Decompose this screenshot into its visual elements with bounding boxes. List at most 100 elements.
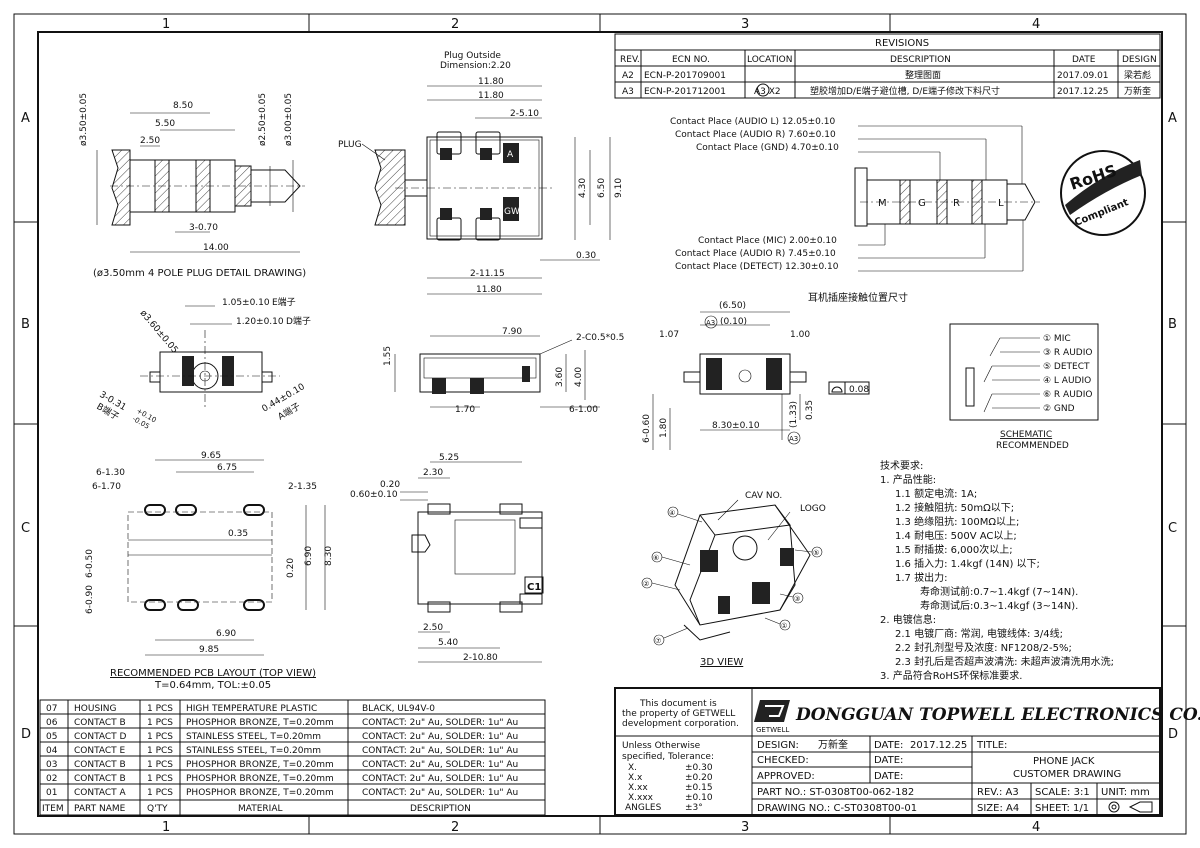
end-dim-180: 1.80	[659, 418, 669, 438]
front-dim-dia-360: ø3.60±0.05	[138, 309, 180, 356]
zone-row-d-right: D	[1168, 727, 1178, 742]
pcb-caption: RECOMMENDED PCB LAYOUT (TOP VIEW)	[110, 668, 316, 679]
end-rev-marker-1: A3	[706, 319, 715, 327]
sheet-cell: SHEET: 1/1	[1035, 803, 1089, 814]
pcb-dim-6-050: 6-0.50	[85, 549, 95, 578]
zone-col-2-top: 2	[451, 17, 459, 32]
bottom-dim-020: 0.20	[380, 480, 400, 490]
tol-angles-value: ±3°	[685, 803, 703, 813]
bom-row-5-material: PHOSPHOR BRONZE, T=0.20mm	[186, 760, 334, 770]
front-dim-120: 1.20±0.10	[236, 317, 284, 327]
bom-header-item: ITEM	[42, 804, 64, 814]
iso-callout-4: ④	[669, 509, 675, 517]
rev-row2-location: A3 X2	[754, 87, 781, 97]
jack-top-letter-gw: GW	[504, 207, 520, 217]
jack-top-dim-910: 9.10	[614, 178, 624, 198]
contact-audio-l: Contact Place (AUDIO L) 12.05±0.10	[670, 117, 835, 127]
inner-frame	[37, 31, 1163, 817]
tech-line-2: 1.1 额定电流: 1A;	[895, 487, 977, 500]
design-value: 万新奎	[818, 738, 848, 751]
front-dim-105: 1.05±0.10	[222, 298, 270, 308]
zone-row-c-right: C	[1168, 521, 1177, 536]
part-number: PART NO.: ST-0308T00-062-182	[757, 787, 914, 798]
title-block: This document is the property of GETWELL…	[614, 687, 1200, 816]
bom-row-6-material: PHOSPHOR BRONZE, T=0.20mm	[186, 774, 334, 784]
iso-view: CAV NO. LOGO ④ ⑥ ② ⑦ ⑤ ③ ① 3D VIEW	[641, 491, 826, 668]
bom-row-1-part-name: HOUSING	[74, 704, 117, 714]
bom-row-4-description: CONTACT: 2u" Au, SOLDER: 1u" Au	[362, 746, 518, 756]
bom-row-6-qty: 1 PCS	[147, 774, 173, 784]
contact-audio-r-lower: Contact Place (AUDIO R) 7.45±0.10	[675, 249, 836, 259]
tech-line-15: 3. 产品符合RoHS环保标准要求.	[880, 669, 1022, 682]
tech-title: 技术要求:	[880, 459, 923, 472]
bom-row-3-part-name: CONTACT D	[74, 732, 127, 742]
bom-row-5-item: 03	[46, 760, 57, 770]
plug-dim-dia-250: ø2.50±0.05	[258, 93, 268, 146]
bottom-dim-540: 5.40	[438, 638, 458, 648]
bottom-dim-250: 2.50	[423, 623, 443, 633]
bom-row-4-item: 04	[46, 746, 58, 756]
zone-col-1-top: 1	[162, 17, 170, 32]
bottom-dim-525: 5.25	[439, 453, 459, 463]
rev-header-rev: REV.	[620, 55, 640, 65]
bom-row-7-qty: 1 PCS	[147, 788, 173, 798]
jack-top-plug-label: PLUG	[338, 140, 362, 150]
end-dim-010: (0.10)	[720, 317, 747, 327]
bom-row-2-description: CONTACT: 2u" Au, SOLDER: 1u" Au	[362, 718, 518, 728]
bom-row-2-material: PHOSPHOR BRONZE, T=0.20mm	[186, 718, 334, 728]
bom-row-6-description: CONTACT: 2u" Au, SOLDER: 1u" Au	[362, 774, 518, 784]
zone-col-1-bottom: 1	[162, 820, 170, 835]
bottom-dim-2-1080: 2-10.80	[463, 653, 498, 663]
contact-mic: Contact Place (MIC) 2.00±0.10	[698, 236, 837, 246]
jack-top-view: A GW Plug Outside Dimension:2.20 11.80 1…	[338, 51, 624, 295]
jack-plug-outside-label: Plug Outside	[444, 51, 501, 61]
plug-ring-r: R	[953, 198, 960, 209]
bom-row-4-qty: 1 PCS	[147, 746, 173, 756]
iso-callout-3: ③	[794, 595, 800, 603]
schematic-pin-r-audio-6: ⑥ R AUDIO	[1043, 390, 1092, 400]
design-label: DESIGN:	[757, 740, 799, 751]
plug-detail-drawing: ø3.50±0.05 8.50 5.50 2.50 ø2.50±0.05 ø3.…	[79, 93, 306, 279]
plug-ring-g: G	[918, 198, 926, 209]
date-value: 2017.12.25	[910, 740, 967, 751]
tech-line-8: 1.7 拔出力:	[895, 571, 947, 584]
getwell-logo: GETWELL	[754, 700, 790, 734]
rev-header-date: DATE	[1072, 55, 1096, 65]
tol-x-label: X.	[628, 763, 637, 773]
bom-row-5-description: CONTACT: 2u" Au, SOLDER: 1u" Au	[362, 760, 518, 770]
tol-x-value: ±0.30	[685, 763, 713, 773]
plug-dim-dia-300: ø3.00±0.05	[284, 93, 294, 146]
zone-row-b-right: B	[1168, 317, 1177, 332]
revisions-title: REVISIONS	[875, 38, 929, 49]
zone-row-c-left: C	[21, 521, 30, 536]
schematic-pin-l-audio: ④ L AUDIO	[1043, 376, 1091, 386]
tolerance-heading-2: specified, Tolerance:	[622, 752, 714, 762]
tech-line-5: 1.4 耐电压: 500V AC以上;	[895, 529, 1017, 542]
plug-dim-850: 8.50	[173, 101, 193, 111]
tech-line-7: 1.6 插入力: 1.4kgf (14N) 以下;	[895, 557, 1040, 570]
front-label-d-terminal: D端子	[286, 315, 311, 327]
tech-line-1: 1. 产品性能:	[880, 473, 936, 486]
end-dim-830: 8.30±0.10	[712, 421, 760, 431]
pcb-dim-690-h: 6.90	[216, 629, 236, 639]
end-dim-6-060: 6-0.60	[642, 414, 652, 443]
bom-row-2-item: 06	[46, 718, 58, 728]
rev-row2-design: 万新奎	[1124, 85, 1151, 97]
tol-xxxx-label: X.xxx	[628, 793, 654, 803]
bom-row-3-qty: 1 PCS	[147, 732, 173, 742]
contact-place-caption: 耳机插座接触位置尺寸	[808, 291, 908, 304]
tol-angles-label: ANGLES	[625, 803, 662, 813]
bom-row-7-material: PHOSPHOR BRONZE, T=0.20mm	[186, 788, 334, 798]
zone-row-d-left: D	[21, 727, 31, 742]
plug-ring-m: M	[878, 198, 887, 209]
tol-xx-value: ±0.20	[685, 773, 713, 783]
schematic-subtitle: RECOMMENDED	[996, 441, 1069, 451]
end-flatness-008: 0.08	[849, 385, 869, 395]
jack-top-dim-1180-a: 11.80	[478, 77, 504, 87]
end-rev-marker-2: A3	[789, 435, 798, 443]
plug-dim-3-070: 3-0.70	[189, 223, 218, 233]
pcb-dim-6-170: 6-1.70	[92, 482, 121, 492]
side-dim-155: 1.55	[383, 346, 393, 366]
schematic-pin-detect: ⑤ DETECT	[1043, 362, 1090, 372]
